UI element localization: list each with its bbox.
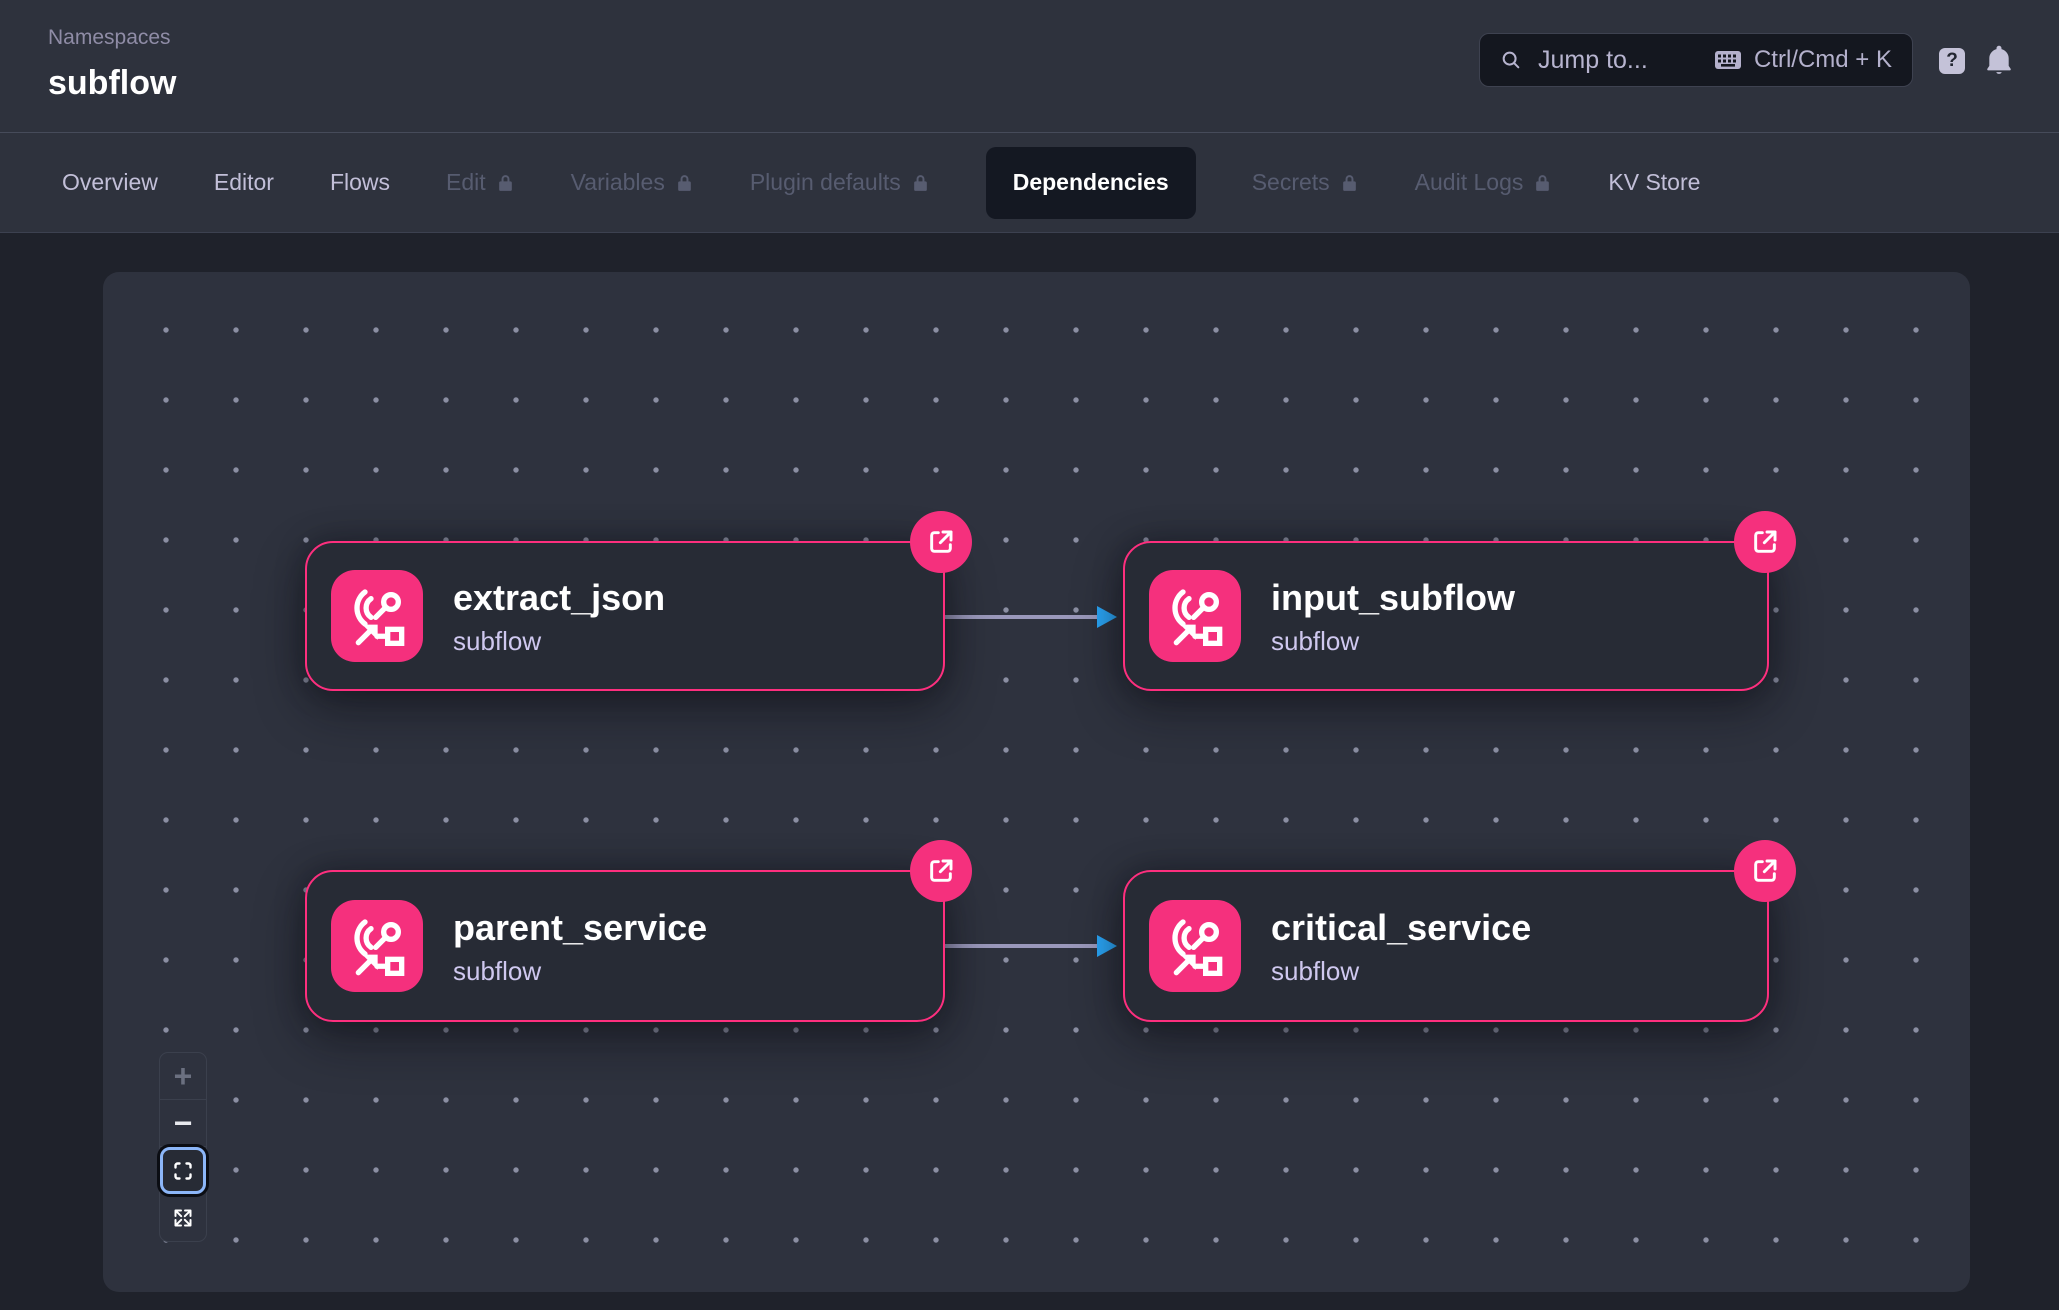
- notifications-bell-icon[interactable]: [1982, 43, 2016, 79]
- help-button[interactable]: ?: [1939, 48, 1965, 74]
- namespace-tabbar: Overview Editor Flows Edit Variables Plu…: [0, 132, 2059, 233]
- fit-view-button[interactable]: [160, 1147, 206, 1194]
- top-header: Namespaces subflow: [0, 0, 2059, 132]
- edge-parent_service-to-critical_service: [945, 944, 1097, 948]
- page-title: subflow: [48, 64, 176, 103]
- graph-node-critical_service[interactable]: critical_service subflow: [1123, 870, 1769, 1022]
- search-shortcut: Ctrl/Cmd + K: [1714, 46, 1892, 74]
- tab-kv-store[interactable]: KV Store: [1608, 169, 1700, 196]
- open-in-new-icon[interactable]: [910, 840, 972, 902]
- tab-overview[interactable]: Overview: [62, 169, 158, 196]
- node-subtitle: subflow: [453, 624, 665, 658]
- graph-node-parent_service[interactable]: parent_service subflow: [305, 870, 945, 1022]
- help-button-label: ?: [1946, 50, 1958, 72]
- lock-icon: [1533, 173, 1552, 193]
- breadcrumb[interactable]: Namespaces: [48, 26, 171, 50]
- subflow-icon: [331, 900, 423, 992]
- open-in-new-icon[interactable]: [1734, 511, 1796, 573]
- plus-icon: +: [174, 1058, 193, 1095]
- node-title: parent_service: [453, 905, 707, 951]
- search-icon: [1500, 49, 1522, 71]
- tab-dependencies[interactable]: Dependencies: [986, 147, 1196, 219]
- node-title: critical_service: [1271, 905, 1531, 951]
- node-title: extract_json: [453, 575, 665, 621]
- graph-node-extract_json[interactable]: extract_json subflow: [305, 541, 945, 691]
- subflow-icon: [1149, 570, 1241, 662]
- lock-icon: [675, 173, 694, 193]
- open-in-new-icon[interactable]: [910, 511, 972, 573]
- edge-arrowhead-icon: [1097, 606, 1117, 628]
- tab-variables: Variables: [571, 169, 694, 196]
- global-search[interactable]: Ctrl/Cmd + K: [1479, 33, 1913, 87]
- edge-extract_json-to-input_subflow: [945, 615, 1097, 619]
- minus-icon: −: [174, 1105, 193, 1142]
- edge-arrowhead-icon: [1097, 935, 1117, 957]
- lock-icon: [1340, 173, 1359, 193]
- tab-editor[interactable]: Editor: [214, 169, 274, 196]
- node-subtitle: subflow: [1271, 954, 1531, 988]
- fit-view-icon: [171, 1159, 195, 1183]
- tab-plugin-defaults: Plugin defaults: [750, 169, 930, 196]
- zoom-out-button[interactable]: −: [160, 1100, 206, 1147]
- search-shortcut-label: Ctrl/Cmd + K: [1754, 46, 1892, 74]
- search-input[interactable]: [1538, 46, 1714, 75]
- zoom-in-button[interactable]: +: [160, 1053, 206, 1100]
- subflow-icon: [1149, 900, 1241, 992]
- node-subtitle: subflow: [453, 954, 707, 988]
- tab-edit: Edit: [446, 169, 515, 196]
- lock-icon: [496, 173, 515, 193]
- subflow-icon: [331, 570, 423, 662]
- graph-node-input_subflow[interactable]: input_subflow subflow: [1123, 541, 1769, 691]
- dependency-graph-canvas[interactable]: extract_json subflow input_subflow subfl…: [103, 272, 1970, 1292]
- fullscreen-button[interactable]: [160, 1194, 206, 1241]
- canvas-zoom-controls: + −: [159, 1052, 207, 1242]
- node-subtitle: subflow: [1271, 624, 1515, 658]
- node-title: input_subflow: [1271, 575, 1515, 621]
- tab-flows[interactable]: Flows: [330, 169, 390, 196]
- tab-audit-logs: Audit Logs: [1415, 169, 1553, 196]
- tab-secrets: Secrets: [1252, 169, 1359, 196]
- open-in-new-icon[interactable]: [1734, 840, 1796, 902]
- expand-icon: [171, 1206, 195, 1230]
- lock-icon: [911, 173, 930, 193]
- keyboard-icon: [1714, 50, 1742, 70]
